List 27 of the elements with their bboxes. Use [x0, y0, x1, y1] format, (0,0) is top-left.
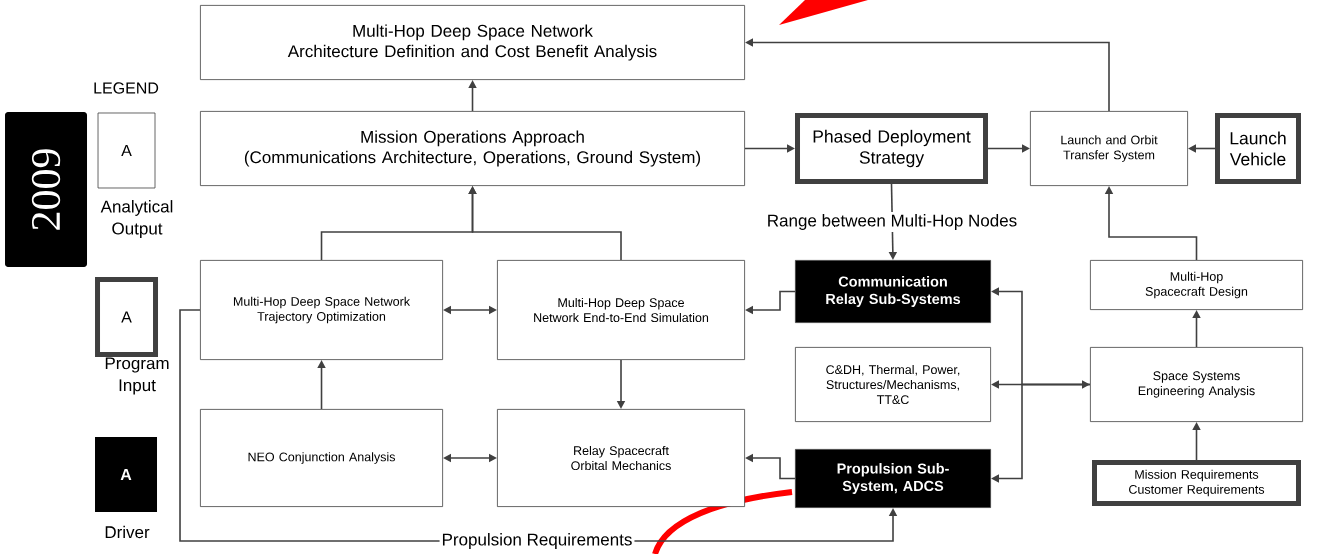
process-box: C&DH, Thermal, Power, Structures/Mechanisms, TT&C	[795, 347, 991, 422]
legend-title: LEGEND	[94, 82, 159, 94]
process-box: Multi-Hop Deep Space Network Architecture Definition and Cost Benefit Analysis	[200, 5, 745, 80]
edge-label: Range between Multi-Hop Nodes	[764, 212, 1020, 232]
legend-sample: A	[97, 112, 156, 189]
driver-box: Communication Relay Sub-Systems	[795, 260, 991, 323]
input-box: Mission Requirements Customer Requirements	[1092, 460, 1301, 506]
legend-sample: A	[95, 277, 158, 357]
process-box: Space Systems Engineering Analysis	[1090, 347, 1303, 422]
process-box: Multi-Hop Deep Space Network Trajectory Optimization	[200, 260, 443, 360]
legend-label: Analytical Output	[100, 200, 173, 238]
process-box: Relay Spacecraft Orbital Mechanics	[497, 409, 745, 507]
input-box: Launch Vehicle	[1215, 113, 1301, 184]
arrow	[317, 360, 326, 410]
legend-label: Driver	[105, 525, 150, 539]
legend-label: Program Input	[105, 357, 169, 395]
driver-box: Propulsion Sub-System, ADCS	[795, 449, 991, 508]
process-box: Multi-Hop Spacecraft Design	[1090, 260, 1303, 310]
process-box: Launch and Orbit Transfer System	[1030, 111, 1188, 186]
process-box: NEO Conjunction Analysis	[200, 409, 443, 507]
year-badge: 2009	[5, 112, 87, 267]
process-box: Mission Operations Approach (Communications Architecture, Operations, Ground System)	[200, 111, 745, 186]
edge-label: Propulsion Requirements	[439, 531, 635, 551]
legend-sample: A	[95, 437, 157, 512]
input-box: Phased Deployment Strategy	[795, 113, 988, 184]
process-box: Multi-Hop Deep Space Network End-to-End Simulation	[497, 260, 745, 360]
arrow	[1192, 422, 1201, 461]
